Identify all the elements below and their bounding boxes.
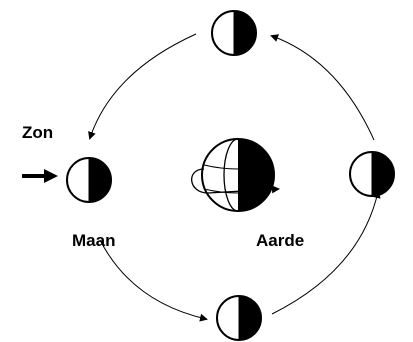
orbit-arc-top-to-left [90, 34, 196, 138]
orbit-arc-left-to-bottom [100, 240, 206, 319]
moon-top [212, 11, 256, 55]
sun-label: Zon [22, 123, 53, 142]
orbit-arc-right-to-top [272, 36, 374, 140]
earth-label: Aarde [256, 231, 304, 250]
moon-left [67, 158, 111, 202]
moon-label: Maan [72, 231, 115, 250]
orbit-arc-bottom-to-right [272, 192, 378, 314]
moon-right [350, 152, 394, 196]
earth-globe-icon [192, 139, 278, 211]
moon-bottom [217, 296, 261, 340]
arrow-right-icon [22, 169, 58, 183]
